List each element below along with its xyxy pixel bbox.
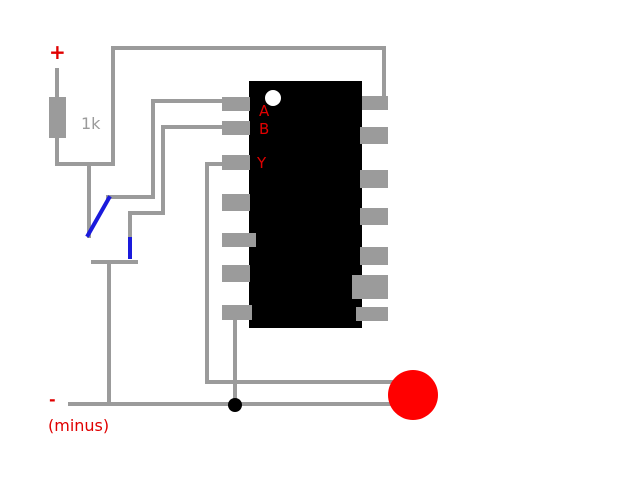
ic-right-pins: [352, 96, 388, 321]
ic-pin-7: [222, 305, 252, 320]
ic-left-pins: [222, 97, 256, 320]
resistor-1k: [49, 97, 66, 138]
resistor-value-label: 1k: [81, 114, 101, 133]
negative-terminal-label: -: [49, 390, 56, 409]
ic-pin-12: [360, 170, 388, 188]
ic-pin-10: [360, 247, 388, 265]
ic-pin-5: [222, 233, 256, 247]
ic-pin-1: [222, 97, 250, 111]
wire-pin-a: [106, 99, 224, 199]
pin-y-label: Y: [257, 154, 267, 172]
ic-pin-11: [360, 208, 388, 225]
ic-pin1-marker: [265, 90, 281, 106]
ic-pin-8: [356, 307, 388, 321]
ic-pin-4: [222, 194, 250, 211]
positive-terminal-label: +: [49, 40, 66, 64]
pin-b-label: B: [259, 120, 270, 138]
wire-pin-b: [128, 125, 224, 238]
ic-pin-14: [362, 96, 388, 110]
ic-chip-body: [249, 81, 362, 328]
ic-pin-13: [360, 127, 388, 144]
negative-terminal-caption: (minus): [48, 416, 110, 435]
wire-pin-y-to-led: [205, 162, 396, 384]
ic-pin-9: [352, 275, 388, 299]
pin-a-label: A: [259, 102, 270, 120]
wires: [55, 46, 396, 406]
ic-pin-3: [222, 155, 250, 170]
ground-junction: [228, 398, 242, 412]
ic-pin-6: [222, 265, 250, 282]
led: [388, 370, 438, 420]
wire-resistor-to-top: [55, 46, 386, 166]
switch: [85, 195, 132, 259]
switch-a-lever: [85, 195, 112, 238]
ic-pin-2: [222, 121, 250, 135]
